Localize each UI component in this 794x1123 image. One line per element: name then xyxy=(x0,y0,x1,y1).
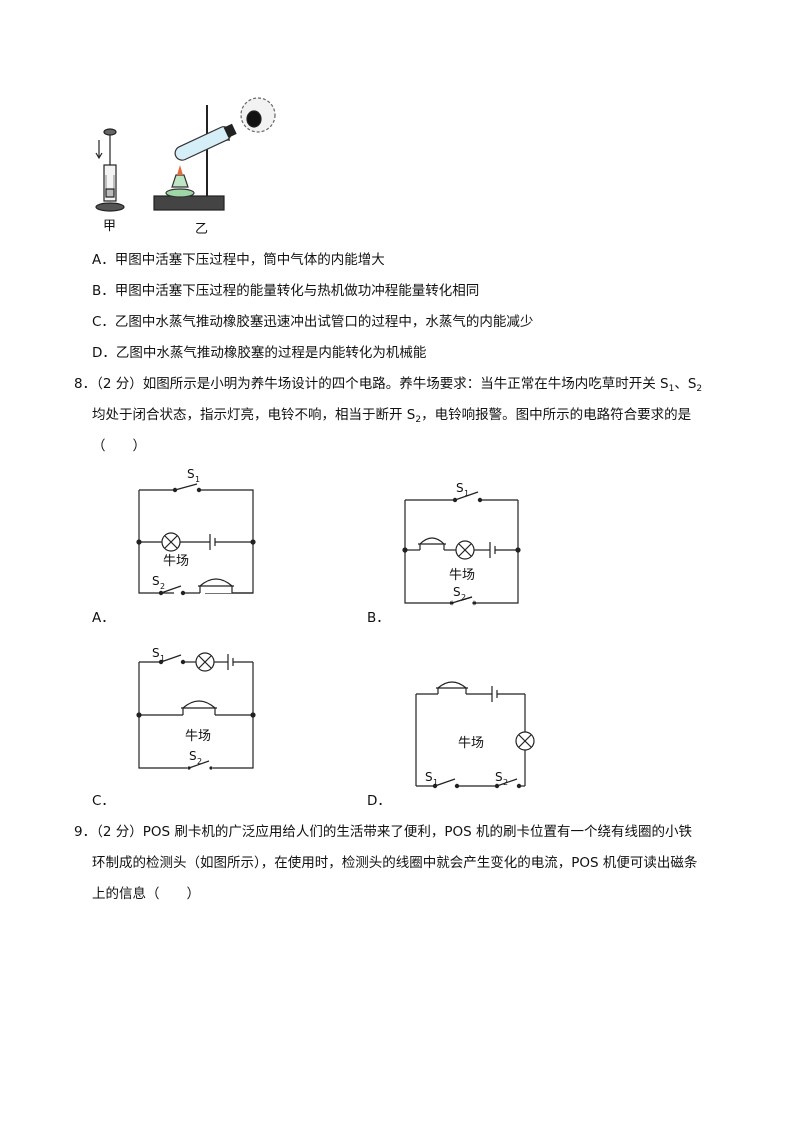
test-tube-stand-drawing xyxy=(153,97,276,211)
q8-score: （2 分） xyxy=(96,376,143,392)
circuit-a: S 1 牛场 S 2 xyxy=(136,468,256,596)
circuit-b-s1-label: S xyxy=(456,481,464,495)
q7-option-b: B．甲图中活塞下压过程的能量转化与热机做功冲程能量转化相同 xyxy=(92,283,480,299)
label-yi: 乙 xyxy=(195,222,208,237)
q7-option-c: C．乙图中水蒸气推动橡胶塞迅速冲出试管口的过程中，水蒸气的内能减少 xyxy=(92,314,534,330)
q9-stem-line-3: 上的信息（ ） xyxy=(92,886,200,902)
circuit-c-s2-sub: 2 xyxy=(197,757,202,766)
circuit-a-s2-label: S xyxy=(152,574,160,588)
q8-number: 8． xyxy=(74,376,97,392)
circuit-d-s2-sub: 2 xyxy=(503,778,508,787)
q8-stem-line-2: 均处于闭合状态，指示灯亮，电铃不响，相当于断开 S2，电铃响报警。图中所示的电路… xyxy=(92,407,692,425)
q7-option-a: A．甲图中活塞下压过程中，筒中气体的内能增大 xyxy=(92,252,385,268)
circuit-c-s2-label: S xyxy=(189,749,197,763)
q8-stem-line-3: （ ） xyxy=(92,438,146,454)
circuit-b-s1-sub: 1 xyxy=(464,489,469,498)
q8-stem-line-1: 8．（2 分）如图所示是小明为养牛场设计的四个电路。养牛场要求：当牛正常在牛场内… xyxy=(74,376,703,394)
q8-option-d-label: D． xyxy=(367,793,391,809)
circuit-c: S 1 牛场 S 2 xyxy=(136,646,256,771)
q9-score: （2 分） xyxy=(96,824,143,840)
q8-option-a-label: A． xyxy=(92,610,115,626)
q9-stem-line-1: 9．（2 分）POS 刷卡机的广泛应用给人们的生活带来了便利，POS 机的刷卡位… xyxy=(74,824,692,840)
circuit-b: S 1 牛场 S 2 xyxy=(402,481,521,606)
q7-option-d: D．乙图中水蒸气推动橡胶塞的过程是内能转化为机械能 xyxy=(92,345,427,361)
circuit-d-s2-label: S xyxy=(495,770,503,784)
circuit-d-field-label: 牛场 xyxy=(458,736,484,751)
circuit-c-s1-label: S xyxy=(152,646,160,660)
circuit-d: 牛场 S 1 S 2 xyxy=(415,681,535,789)
circuit-a-s1-sub: 1 xyxy=(195,475,200,484)
circuit-b-s2-label: S xyxy=(453,585,461,599)
q9-number: 9． xyxy=(74,824,97,840)
circuit-d-s1-label: S xyxy=(425,770,433,784)
circuit-b-s2-sub: 2 xyxy=(461,593,466,602)
q8-option-c-label: C． xyxy=(92,793,115,809)
circuit-a-s2-sub: 2 xyxy=(160,582,165,591)
circuit-d-s1-sub: 1 xyxy=(433,778,438,787)
circuit-c-s1-sub: 1 xyxy=(160,654,165,663)
label-jia: 甲 xyxy=(103,219,116,234)
circuit-b-field-label: 牛场 xyxy=(449,568,475,583)
circuit-a-field-label: 牛场 xyxy=(163,554,189,569)
fire-piston-drawing xyxy=(95,128,125,212)
q9-stem-line-2: 环制成的检测头（如图所示），在使用时，检测头的线圈中就会产生变化的电流，POS … xyxy=(92,855,698,871)
q8-option-b-label: B． xyxy=(367,610,390,626)
circuit-a-s1-label: S xyxy=(187,468,195,481)
circuit-c-field-label: 牛场 xyxy=(185,729,211,744)
q7-apparatus-figure: 甲 乙 xyxy=(95,97,276,237)
